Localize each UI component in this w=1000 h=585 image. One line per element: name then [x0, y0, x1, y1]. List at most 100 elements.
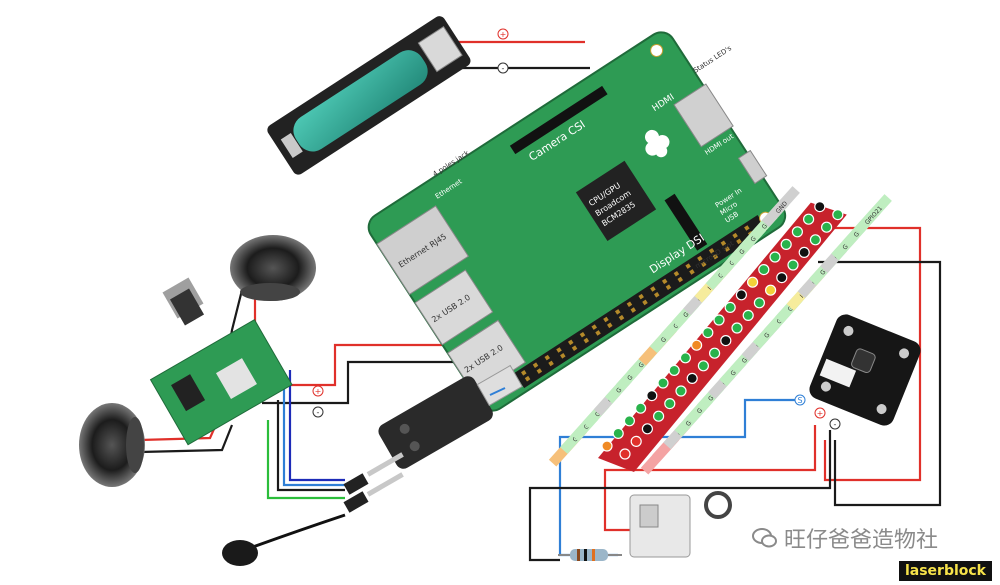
header-pin	[548, 360, 554, 367]
pin-dot	[612, 427, 624, 439]
pin-dot	[634, 402, 647, 414]
pin-dot	[820, 221, 833, 233]
header-pin	[708, 248, 715, 254]
camera-connector	[509, 85, 608, 155]
pin-dot	[690, 339, 703, 351]
wire-audio-black	[276, 400, 345, 492]
header-pin	[744, 225, 750, 231]
wire-speaker-left-black	[139, 424, 234, 454]
header-pin	[653, 292, 660, 298]
micro-switch	[629, 491, 732, 558]
resistor	[558, 549, 622, 561]
header-pin	[618, 314, 625, 321]
speaker-top	[230, 235, 316, 301]
wire-gpio-red-top	[808, 226, 922, 482]
pin-dot	[713, 314, 725, 326]
pin-dot	[746, 276, 759, 288]
header-pin	[638, 293, 644, 300]
pin-dot	[832, 209, 844, 221]
header-pin	[630, 307, 637, 313]
header-pin	[544, 354, 551, 361]
header-pin	[736, 238, 742, 245]
audio-plug-1	[343, 452, 404, 495]
brand-badge: laserblock	[898, 561, 992, 581]
header-pin	[583, 337, 590, 344]
pin-dot	[708, 347, 721, 359]
header-pin	[724, 246, 730, 252]
header-pin	[626, 301, 633, 307]
audio-plug-2	[343, 472, 404, 513]
watermark-text: 旺仔爸爸造物社	[784, 528, 939, 553]
header-pin	[685, 263, 691, 269]
pin-dot	[798, 246, 810, 258]
speaker-left	[79, 403, 145, 487]
header-pin	[720, 240, 727, 246]
display-connector	[664, 193, 708, 251]
pin-label-box	[761, 186, 800, 228]
header-pin	[732, 232, 738, 239]
header-pin	[579, 331, 586, 338]
pin-dot	[686, 372, 698, 384]
gpio-header	[514, 215, 768, 389]
sound-sensor-module	[809, 314, 921, 426]
header-pin	[665, 284, 672, 290]
header-pin	[673, 270, 680, 277]
pin-dot	[657, 377, 669, 389]
label-sensor-signal: S	[797, 396, 802, 405]
header-pin	[700, 261, 707, 268]
watermark: 旺仔爸爸造物社	[752, 522, 938, 554]
pin-dot	[742, 309, 754, 321]
pin-dot	[814, 201, 826, 213]
wire-amp-black	[262, 360, 470, 405]
header-pin	[697, 255, 703, 262]
pin-dot	[619, 448, 631, 460]
usb-arrow-icon	[489, 387, 506, 396]
raspberry-logo-icon	[644, 129, 670, 158]
wire-sensor-red	[603, 425, 817, 532]
pin-label-box	[853, 194, 892, 236]
header-pin	[556, 347, 562, 353]
header-pin	[524, 375, 531, 382]
pin-dot	[697, 360, 710, 372]
pin-dot	[780, 238, 792, 250]
label-amp-plus: +	[315, 387, 322, 396]
header-pin	[591, 324, 597, 330]
pin-dot	[630, 435, 642, 447]
pin-dot	[735, 289, 748, 301]
header-pin	[642, 299, 648, 306]
header-pin	[614, 309, 621, 315]
wire-sensor-black	[528, 430, 832, 562]
wire-audio-green	[266, 420, 345, 500]
wire-labels: + - + - S + -	[312, 28, 841, 430]
pin-dot	[731, 322, 743, 334]
wire-amp-red	[255, 343, 460, 387]
pin-dot	[764, 284, 777, 296]
pin-dot	[758, 264, 770, 276]
pin-dot	[787, 259, 799, 271]
pin-dot	[641, 423, 654, 435]
pin-dot	[720, 335, 732, 347]
cpu-chip	[575, 160, 657, 241]
power-port	[737, 149, 768, 185]
label-battery-minus: -	[502, 64, 505, 73]
usb-sound-card	[378, 364, 523, 469]
pin-dot	[702, 327, 714, 339]
wire-audio-blue2	[282, 385, 345, 487]
label-sensor-minus: -	[834, 420, 837, 429]
pin-dot	[679, 352, 692, 364]
header-pin	[532, 362, 539, 368]
pin-dot	[623, 415, 636, 427]
ethernet-port	[376, 205, 470, 296]
wire-gpio-black-top	[818, 260, 942, 507]
header-pin	[677, 276, 683, 283]
header-pin	[607, 322, 613, 329]
header-pin	[571, 345, 578, 351]
battery-holder	[267, 16, 471, 175]
pin-dot	[675, 385, 687, 397]
pin-dot	[652, 410, 665, 422]
label-amp-minus: -	[317, 408, 320, 417]
header-pin	[650, 286, 656, 292]
pin-dot	[769, 251, 781, 263]
pin-dot	[802, 213, 815, 225]
label-sensor-plus: +	[817, 409, 824, 418]
